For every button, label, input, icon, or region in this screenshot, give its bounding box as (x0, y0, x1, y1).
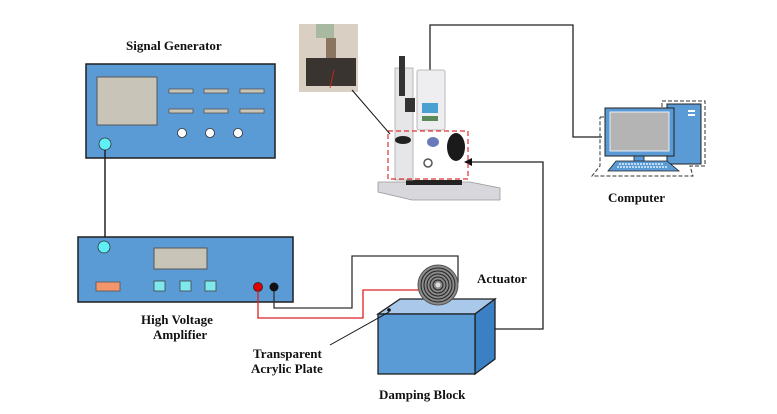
actuator-label: Actuator (477, 271, 527, 286)
positive-terminal (253, 282, 263, 292)
tester-handwheel (447, 133, 465, 161)
tester-gauge (405, 98, 415, 112)
amplifier-buttons (153, 280, 217, 292)
wire-block-to-tester (470, 161, 544, 330)
signal-generator-output-port (98, 137, 112, 151)
inset-photo (299, 24, 358, 92)
amplifier-input-port (97, 240, 111, 254)
inset-photo-wire (329, 69, 335, 89)
high-voltage-amplifier (77, 236, 294, 303)
acrylic-plate-label-line2: Acrylic Plate (251, 361, 323, 376)
damping-block-front (377, 313, 476, 375)
tester-spindle (399, 56, 405, 96)
damping-block-label: Damping Block (379, 387, 466, 402)
inset-photo-block (306, 58, 356, 86)
signal-generator-label: Signal Generator (126, 38, 222, 53)
acrylic-plate-leader (329, 311, 390, 346)
tester-clamp (427, 137, 439, 147)
signal-generator-screen (96, 76, 158, 126)
tester-probe (423, 158, 433, 168)
wire-black-to-actuator (273, 255, 459, 309)
tester-keypad (422, 103, 438, 113)
signal-generator (85, 63, 276, 159)
signal-generator-knobs (177, 128, 243, 138)
tester-force-gauge (416, 69, 446, 131)
tester-lcd (422, 116, 438, 121)
test-region-highlight (387, 130, 469, 180)
force-tester (377, 56, 501, 201)
inset-photo-gauge (316, 24, 334, 38)
wire-red-to-actuator (257, 289, 420, 319)
computer-screen (609, 111, 670, 152)
signal-generator-buttons (168, 88, 265, 114)
inset-photo-sample (326, 38, 336, 60)
arrow-head-icon (464, 158, 472, 166)
actuator-spiral (417, 264, 459, 306)
amplifier-label-line2: Amplifier (153, 327, 208, 342)
amplifier-display (153, 247, 208, 270)
amplifier-label-line1: High Voltage (141, 312, 213, 327)
computer (590, 100, 706, 177)
acrylic-plate-label-line1: Transparent (253, 346, 322, 361)
tester-platform (406, 180, 462, 185)
tester-base (377, 181, 501, 201)
acrylic-plate-marker (387, 308, 391, 312)
tester-knob (395, 136, 411, 144)
inset-leader (351, 89, 391, 135)
amplifier-orange-button (95, 281, 121, 292)
wire-tester-to-computer (429, 24, 602, 138)
computer-keyboard (607, 160, 681, 172)
negative-terminal (269, 282, 279, 292)
damping-block (375, 297, 497, 376)
computer-label: Computer (608, 190, 666, 205)
